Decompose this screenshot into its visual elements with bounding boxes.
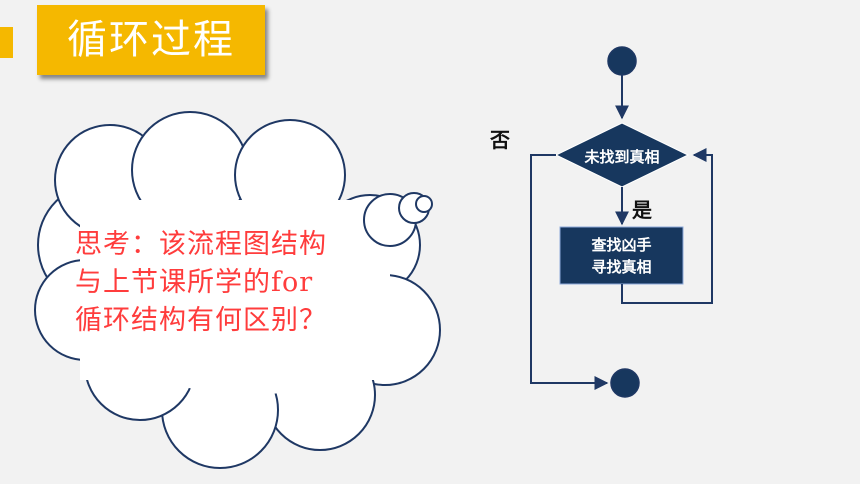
question-line: 与上节课所学的for xyxy=(75,267,314,298)
flowchart xyxy=(530,46,713,398)
accent-bar xyxy=(0,27,13,58)
process-node xyxy=(559,226,684,285)
question-text: 思考：该流程图结构 与上节课所学的for 循环结构有何区别？ xyxy=(75,226,395,340)
thought-cloud-fill xyxy=(80,200,390,380)
start-node xyxy=(607,46,637,76)
thought-bubble-small xyxy=(415,195,433,213)
process-label: 查找凶手 寻找真相 xyxy=(560,234,683,278)
no-label: 否 xyxy=(490,128,510,152)
yes-label: 是 xyxy=(632,198,652,222)
thought-bubbles xyxy=(363,192,433,247)
loop-back-arrow xyxy=(621,148,713,304)
process-label-line: 寻找真相 xyxy=(591,258,652,276)
process-label-line: 查找凶手 xyxy=(591,236,652,254)
question-line: 循环结构有何区别？ xyxy=(75,305,327,336)
question-line: 思考：该流程图结构 xyxy=(75,229,327,260)
exit-arrow xyxy=(530,154,609,390)
end-node xyxy=(610,368,640,398)
decision-label: 未找到真相 xyxy=(584,148,660,166)
slide-title: 循环过程 xyxy=(37,5,265,75)
